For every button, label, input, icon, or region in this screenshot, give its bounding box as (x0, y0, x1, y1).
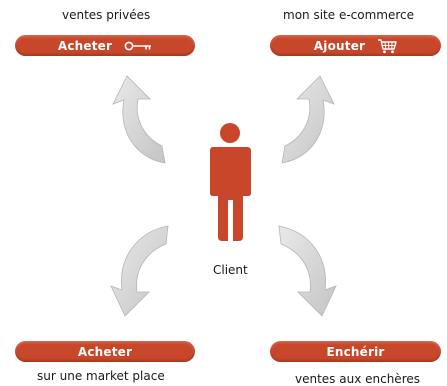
person-icon (210, 123, 251, 241)
acheter-label: Acheter (57, 38, 113, 53)
encherir-label: Enchérir (326, 344, 385, 359)
encherir-button[interactable]: Enchérir (270, 341, 441, 362)
caption-market-place: sur une market place (37, 369, 165, 383)
arrow-top-right (281, 75, 335, 164)
acheter-bottom-label: Acheter (77, 344, 133, 359)
arrow-top-left (112, 75, 166, 164)
acheter-button-bottom[interactable]: Acheter (15, 341, 195, 362)
arrow-bottom-left (110, 225, 169, 317)
caption-mon-site: mon site e-commerce (283, 8, 415, 22)
acheter-button-top[interactable]: Acheter (15, 35, 195, 56)
caption-ventes-privees: ventes privées (62, 8, 151, 22)
ajouter-button[interactable]: Ajouter (270, 35, 441, 56)
ajouter-label: Ajouter (313, 38, 366, 53)
key-icon (124, 41, 152, 51)
arrow-bottom-right (278, 225, 337, 317)
cart-icon (377, 38, 397, 54)
caption-ventes-encheres: ventes aux enchères (295, 372, 420, 386)
client-label: Client (213, 263, 248, 277)
